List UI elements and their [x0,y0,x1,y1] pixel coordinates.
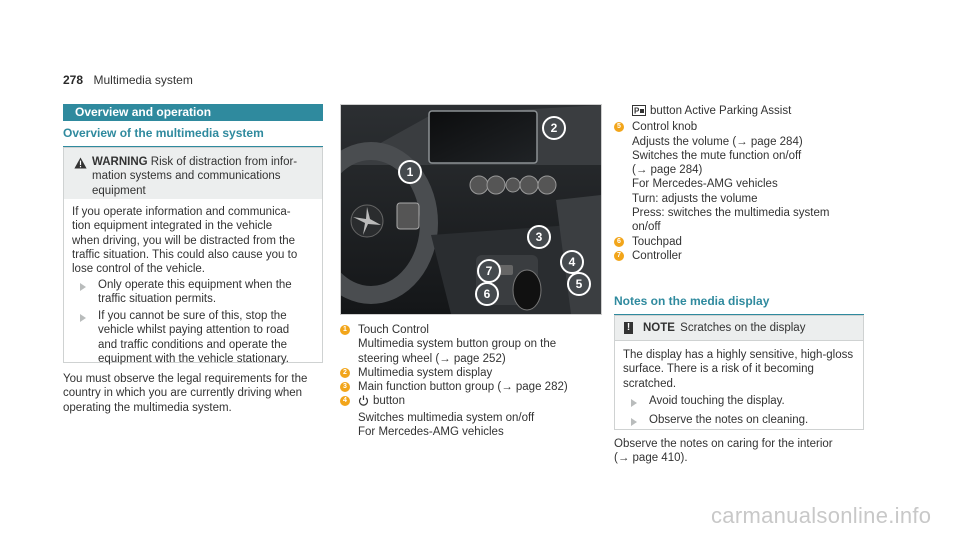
bullet-line: and traffic conditions and operate the [98,338,288,351]
note-title: Scratches on the display [680,322,806,334]
notes-subheading: Notes on the media display [614,294,770,308]
page-header: 278 Multimedia system [63,71,363,89]
warning-body-line: If you operate information and communica… [72,206,291,218]
legend-right: P button Active Parking Assist 5 Control… [614,104,874,263]
legend-number: 5 [614,122,624,133]
warning-intro-line-2: mation systems and communications [92,170,281,183]
legend-line: Multimedia system display [358,366,493,379]
legend-number: 1 [340,325,350,335]
legend-line: button [373,395,405,408]
legend-line: steering wheel (→ page 252) [358,352,506,365]
warning-icon [74,156,87,174]
callout-1: 1 [398,160,422,184]
note-bullet-1: Avoid touching the display. [649,395,785,407]
parking-camera-icon: P [632,105,646,120]
note-body-line: The display has a highly sensitive, high… [623,349,854,361]
paragraph-line: country in which you are currently drivi… [63,387,303,400]
note-body-line: surface. There is a risk of it becoming [623,363,814,376]
callout-6: 6 [475,282,499,306]
legend-line: Adjusts the volume (→ page 284) [632,135,803,148]
legal-paragraph: You must observe the legal requirements … [63,372,325,415]
bullet-line: vehicle whilst paying attention to road [98,324,290,337]
legend-line: For Mercedes-AMG vehicles [358,426,504,439]
note-header: ! NOTE Scratches on the display [615,316,863,341]
legend-number: 4 [340,396,350,407]
warning-box: WARNING Risk of distraction from infor- … [63,147,323,366]
bullet-line: If you cannot be sure of this, stop the [98,310,287,322]
warning-intro-line-3: equipment [92,184,146,197]
warning-bullet-1: Only operate this equipment when the tra… [98,278,318,307]
warning-bullet-2: If you cannot be sure of this, stop the … [98,309,318,366]
notes-subheading-block: Notes on the media display [614,292,864,315]
note-bullet-2: Observe the notes on cleaning. [649,414,809,426]
legend-line: Touch Control [358,324,429,336]
legend-item-4: 4 button Switches multimedia system on/o… [340,394,610,439]
warning-body-line: tion equipment integrated in the vehicle [72,220,273,233]
legend-line: Turn: adjusts the volume [632,192,758,205]
page-number: 278 [63,73,84,87]
callout-2: 2 [542,116,566,140]
legend-line: Switches the mute function on/off [632,149,802,162]
legend-line: Controller [632,249,682,262]
bullet-line: traffic situation permits. [98,293,217,306]
cockpit-figure: 1 2 3 4 5 6 7 [340,104,602,315]
legend-number: 2 [340,367,350,378]
legend-item-1: 1 Touch Control Multimedia system button… [340,323,610,366]
callout-5: 5 [567,272,591,296]
subheading-block: Overview of the multimedia system [63,124,323,147]
warning-body: If you operate information and communica… [72,205,318,276]
legend-line: (→ page 284) [632,164,703,177]
callout-7: 7 [477,259,501,283]
running-header: Multimedia system [93,73,193,87]
subheading: Overview of the multimedia system [63,126,264,140]
callout-4: 4 [560,250,584,274]
warning-header: WARNING Risk of distraction from infor- … [64,148,322,199]
section-bar: Overview and operation [63,104,323,121]
warning-body-line: lose control of the vehicle. [72,263,205,276]
warning-label: WARNING [92,156,148,168]
paragraph-line: operating the multimedia system. [63,401,232,414]
legend-item-5: 5 Control knob Adjusts the volume (→ pag… [614,120,874,234]
warning-body-line: when driving, you will be distracted fro… [72,234,296,247]
legend-number: 6 [614,236,624,247]
legend-item-6: 6 Touchpad [614,235,874,249]
legend-line: For Mercedes-AMG vehicles [632,178,778,191]
bullet-arrow-icon [631,418,637,426]
bullet-line: Only operate this equipment when the [98,279,292,291]
legend-middle: 1 Touch Control Multimedia system button… [340,323,610,439]
note-label: NOTE [643,322,675,334]
display-panel [428,110,538,164]
legend-line: Switches multimedia system on/off [358,411,535,424]
watermark: carmanualsonline.info [711,503,932,528]
power-icon [358,395,369,410]
legend-line: Touchpad [632,235,682,248]
legend-line: Main function button group (→ page 282) [358,381,568,394]
interior-care-paragraph: Observe the notes on caring for the inte… [614,437,874,466]
legend-item-7: 7 Controller [614,249,874,263]
legend-line: Multimedia system button group on the [358,338,557,351]
note-exclamation-icon: ! [624,322,633,334]
warning-intro-line-1: Risk of distraction from infor- [150,156,298,168]
legend-number: 7 [614,250,624,261]
legend-line: on/off [632,221,661,234]
legend-line: Control knob [632,121,698,134]
svg-text:P: P [634,107,640,116]
paragraph-line: Observe the notes on caring for the inte… [614,438,833,450]
paragraph-line: (→ page 410). [614,452,688,465]
legend-number: 3 [340,382,350,393]
legend-line: Press: switches the multimedia system [632,207,830,220]
warning-body-line: traffic situation. This could also cause… [72,248,298,261]
bullet-arrow-icon [80,314,86,322]
bullet-arrow-icon [80,283,86,291]
legend-item-3: 3 Main function button group (→ page 282… [340,380,610,394]
paragraph-line: You must observe the legal requirements … [63,373,308,385]
legend-line: button Active Parking Assist [650,105,792,117]
note-body: The display has a highly sensitive, high… [623,348,859,391]
callout-3: 3 [527,225,551,249]
bullet-line: equipment with the vehicle stationary. [98,352,289,365]
note-box: ! NOTE Scratches on the display The disp… [614,315,864,430]
note-body-line: scratched. [623,377,677,390]
bullet-arrow-icon [631,399,637,407]
legend-item-2: 2 Multimedia system display [340,366,610,380]
